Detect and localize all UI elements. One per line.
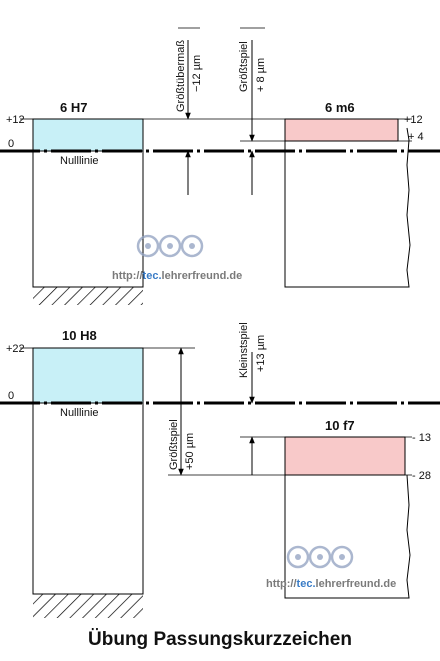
watermark-prefix: http:// xyxy=(112,270,143,282)
bottom-shaft-tolerance-zone xyxy=(284,436,406,476)
bottom-diagram: 10 H8 10 f7 +22 0 - 13 - 28 Nulllinie Kl… xyxy=(0,322,440,618)
bottom-hole-hatch xyxy=(33,594,143,618)
top-hole-label: 6 H7 xyxy=(60,100,87,115)
watermark-suffix: lehrerfreund.de xyxy=(162,270,243,282)
watermark-suffix: lehrerfreund.de xyxy=(316,578,397,590)
bottom-min-clearance-value: +13 µm xyxy=(255,335,267,372)
top-hole-hatch xyxy=(33,287,143,305)
top-hole-tolerance-zone xyxy=(32,118,144,152)
top-shaft-label: 6 m6 xyxy=(325,100,355,115)
bottom-shaft-upper-deviation: - 13 xyxy=(412,432,431,444)
bottom-shaft-lower-deviation: - 28 xyxy=(412,470,431,482)
bottom-min-clearance-label: Kleinstspiel xyxy=(238,322,250,378)
bottom-shaft-body xyxy=(284,474,411,599)
top-diagram: 6 H7 6 m6 +12 0 +12 + 4 Nulllinie Größtü… xyxy=(0,27,440,305)
bottom-max-clearance-label: Größtspiel xyxy=(168,419,180,470)
top-max-clearance-value: + 8 µm xyxy=(255,58,267,92)
watermark-mid: tec. xyxy=(297,578,316,590)
top-max-interference-value: −12 µm xyxy=(191,55,203,92)
top-hole-lower-deviation: 0 xyxy=(8,138,14,150)
bottom-hole-upper-deviation: +22 xyxy=(6,343,25,355)
bottom-shaft-label: 10 f7 xyxy=(325,418,355,433)
bottom-zero-line-label: Nulllinie xyxy=(60,407,99,419)
top-max-clearance-label: Größtspiel xyxy=(238,41,250,92)
bottom-watermark: http://tec.lehrerfreund.de xyxy=(266,545,396,590)
top-shaft-tolerance-zone xyxy=(284,118,399,142)
bottom-hole-lower-deviation: 0 xyxy=(8,390,14,402)
top-max-interference-label: Größtübermaß xyxy=(175,40,187,112)
top-watermark: http://tec.lehrerfreund.de xyxy=(112,234,242,282)
top-hole-upper-deviation: +12 xyxy=(6,114,25,126)
top-shaft-lower-deviation: + 4 xyxy=(408,131,424,143)
page-title: Übung Passungskurzzeichen xyxy=(88,629,352,650)
svg-text:http://tec.lehrerfreund.de: http://tec.lehrerfreund.de xyxy=(266,578,396,590)
top-shaft-upper-deviation: +12 xyxy=(404,114,423,126)
bottom-hole-label: 10 H8 xyxy=(62,328,97,343)
bottom-hole-tolerance-zone xyxy=(32,347,144,404)
svg-text:http://tec.lehrerfreund.de: http://tec.lehrerfreund.de xyxy=(112,270,242,282)
watermark-mid: tec. xyxy=(143,270,162,282)
owl-logo-icon xyxy=(286,545,354,569)
watermark-prefix: http:// xyxy=(266,578,297,590)
owl-logo-icon xyxy=(136,234,204,258)
bottom-max-clearance-value: +50 µm xyxy=(184,433,196,470)
top-zero-line-label: Nulllinie xyxy=(60,155,99,167)
